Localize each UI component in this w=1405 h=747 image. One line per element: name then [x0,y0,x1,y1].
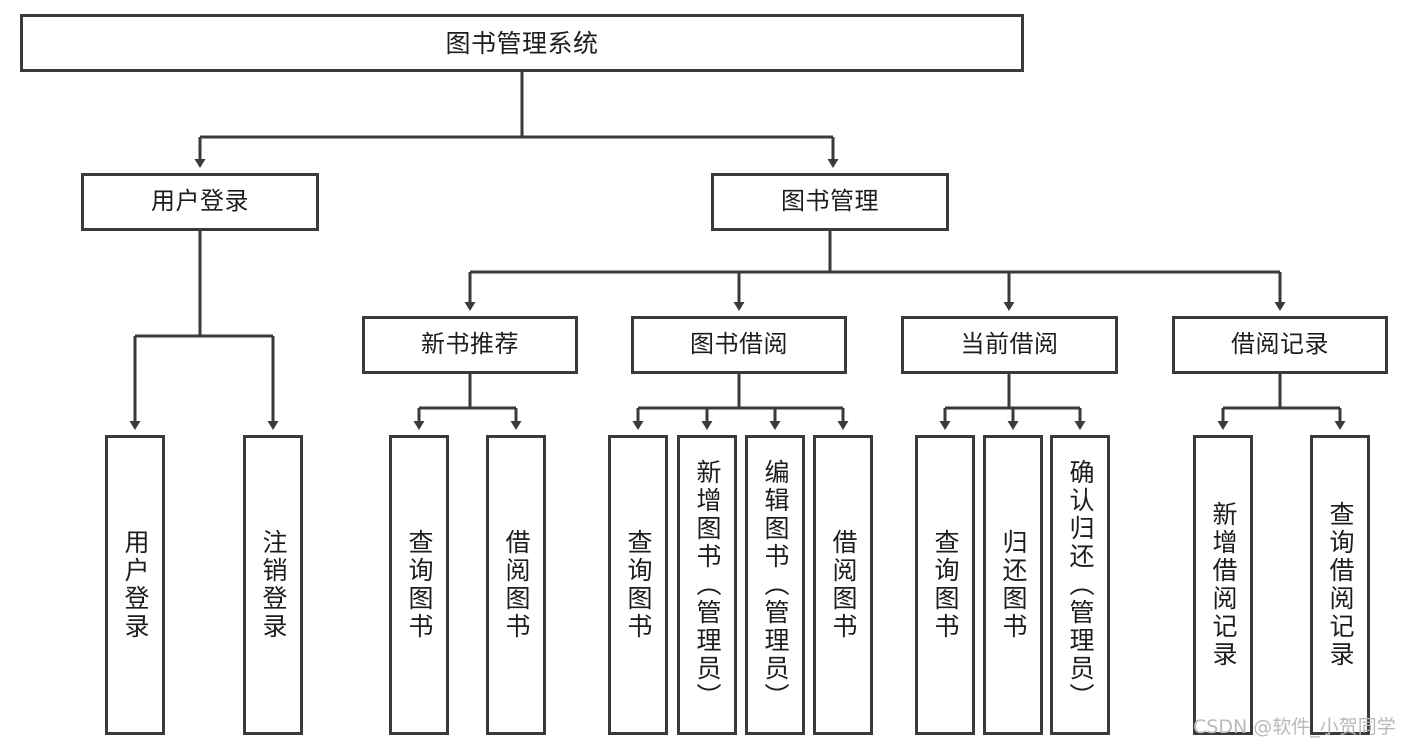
node-book-management-label: 图书管理 [781,187,879,216]
leaf-node-label: 查询图书 [405,529,434,641]
node-new-book-recommend-label: 新书推荐 [421,330,519,359]
leaf-node-label: 确认归还（管理员） [1066,459,1095,711]
leaf-node-label: 用户登录 [121,529,150,641]
node-current-borrow-label: 当前借阅 [960,330,1059,359]
node-book-management[interactable]: 图书管理 [711,173,949,231]
node-root-label: 图书管理系统 [445,28,599,58]
node-user-login[interactable]: 用户登录 [81,173,319,231]
node-borrow-records[interactable]: 借阅记录 [1172,316,1388,374]
leaf-node-label: 归还图书 [999,529,1028,641]
leaf-node-label: 编辑图书（管理员） [761,459,790,711]
leaf-node[interactable]: 注销登录 [243,435,303,735]
leaf-node[interactable]: 查询图书 [915,435,975,735]
leaf-node[interactable]: 新增借阅记录 [1193,435,1253,735]
node-book-borrow[interactable]: 图书借阅 [631,316,847,374]
csdn-watermark: CSDN @软件_小贺同学 [1193,716,1396,738]
node-user-login-label: 用户登录 [151,187,249,216]
node-book-borrow-label: 图书借阅 [690,330,788,359]
leaf-node-label: 查询借阅记录 [1326,501,1355,669]
node-borrow-records-label: 借阅记录 [1231,330,1329,359]
leaf-node-label: 借阅图书 [829,529,858,641]
leaf-node[interactable]: 确认归还（管理员） [1050,435,1110,735]
leaf-node-label: 新增图书（管理员） [693,459,722,711]
leaf-node[interactable]: 新增图书（管理员） [677,435,737,735]
leaf-node-label: 注销登录 [259,529,288,641]
leaf-node[interactable]: 编辑图书（管理员） [745,435,805,735]
leaf-node[interactable]: 查询图书 [389,435,449,735]
leaf-node[interactable]: 归还图书 [983,435,1043,735]
leaf-node[interactable]: 查询图书 [608,435,668,735]
leaf-node-label: 查询图书 [624,529,653,641]
leaf-node[interactable]: 借阅图书 [813,435,873,735]
leaf-node[interactable]: 借阅图书 [486,435,546,735]
leaf-node-label: 借阅图书 [502,529,531,641]
leaf-node[interactable]: 查询借阅记录 [1310,435,1370,735]
node-new-book-recommend[interactable]: 新书推荐 [362,316,578,374]
leaf-node[interactable]: 用户登录 [105,435,165,735]
node-current-borrow[interactable]: 当前借阅 [901,316,1118,374]
node-root[interactable]: 图书管理系统 [20,14,1024,72]
leaf-node-label: 查询图书 [931,529,960,641]
leaf-node-label: 新增借阅记录 [1209,501,1238,669]
